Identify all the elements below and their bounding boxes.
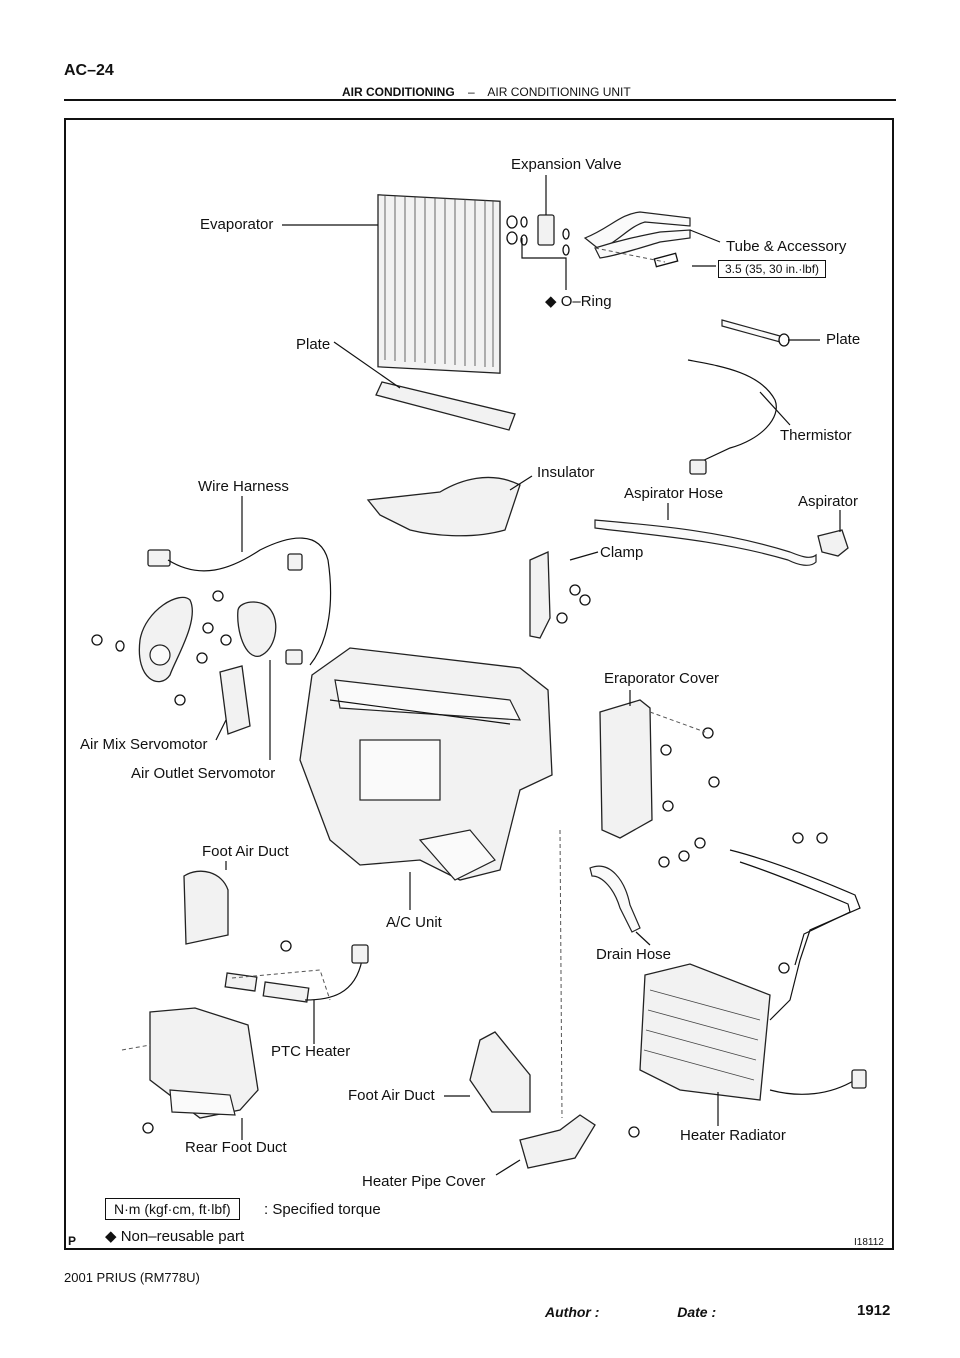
torque-units-box: N·m (kgf·cm, ft·lbf): [105, 1198, 240, 1220]
label-aspirator-hose: Aspirator Hose: [624, 485, 724, 502]
label-plate-left: Plate: [296, 336, 331, 353]
heater-radiator-drawing: [639, 832, 867, 1101]
heater-pipe-cover-drawing: [519, 829, 640, 1169]
label-heater-radiator: Heater Radiator: [680, 1127, 786, 1144]
ac-unit-drawing: [299, 647, 553, 881]
subsection-name: AIR CONDITIONING UNIT: [487, 85, 631, 99]
label-clamp: Clamp: [600, 544, 644, 561]
label-insulator: Insulator: [537, 464, 595, 481]
footer-author-date: Author : Date :: [545, 1304, 717, 1320]
ptc-heater-drawing: [224, 940, 369, 1003]
drain-hose-drawing: [589, 865, 641, 933]
insulator-drawing: [366, 476, 521, 537]
label-ac-unit: A/C Unit: [386, 914, 442, 931]
label-plate-right: Plate: [826, 331, 861, 348]
nonreusable-legend: ◆ Non–reusable part: [105, 1227, 244, 1245]
section-name: AIR CONDITIONING: [342, 85, 455, 99]
expansion-valve-drawing: [506, 214, 570, 256]
label-foot-air-duct-lower: Foot Air Duct: [348, 1087, 435, 1104]
label-o-ring-text: O–Ring: [560, 293, 612, 310]
label-air-outlet-servomotor: Air Outlet Servomotor: [131, 765, 276, 782]
wire-harness-drawing: [147, 537, 332, 666]
aspirator-drawing: [594, 519, 849, 566]
label-evaporator-cover: Eraporator Cover: [604, 670, 720, 687]
label-thermistor: Thermistor: [780, 427, 852, 444]
thermistor-drawing: [687, 359, 777, 475]
label-ptc-heater: PTC Heater: [271, 1043, 351, 1060]
diagram-frame: [64, 118, 894, 1250]
footer-model: 2001 PRIUS (RM778U): [64, 1270, 200, 1285]
evaporator-drawing: [377, 194, 501, 374]
servomotor-drawing: [91, 590, 277, 735]
plate-left-drawing: [375, 381, 516, 431]
header-rule: [64, 99, 896, 101]
clamp-drawing: [529, 551, 591, 639]
torque-spec-box: 3.5 (35, 30 in.·lbf): [718, 260, 827, 278]
label-aspirator: Aspirator: [798, 493, 859, 510]
label-foot-air-duct-upper: Foot Air Duct: [202, 843, 289, 860]
figure-id: I18112: [854, 1237, 884, 1248]
foot-air-duct-lower-drawing: [469, 1031, 531, 1113]
foot-air-duct-upper-drawing: [183, 870, 229, 945]
label-o-ring: ◆ O–Ring: [545, 292, 612, 310]
label-evaporator: Evaporator: [200, 216, 274, 233]
page-code: AC–24: [64, 62, 114, 79]
page-number: 1912: [857, 1302, 891, 1319]
label-wire-harness: Wire Harness: [198, 478, 289, 495]
label-drain-hose: Drain Hose: [596, 946, 672, 963]
tube-accessory-drawing: [583, 211, 691, 268]
nonreusable-legend-icon: ◆: [105, 1228, 117, 1245]
evaporator-cover-drawing: [599, 699, 720, 839]
label-expansion-valve: Expansion Valve: [511, 156, 622, 173]
label-rear-foot-duct: Rear Foot Duct: [185, 1139, 287, 1156]
label-tube-accessory: Tube & Accessory: [726, 238, 847, 255]
nonreusable-legend-text: Non–reusable part: [120, 1228, 245, 1245]
section-title: AIR CONDITIONING – AIR CONDITIONING UNIT: [342, 85, 631, 99]
rear-foot-duct-drawing: [121, 1007, 259, 1134]
plate-right-drawing: [721, 319, 790, 347]
nonreusable-icon: ◆: [545, 293, 557, 310]
p-mark: P: [68, 1234, 77, 1248]
label-air-mix-servomotor: Air Mix Servomotor: [80, 736, 208, 753]
leader-lines: [215, 175, 841, 1176]
label-heater-pipe-cover: Heater Pipe Cover: [362, 1173, 486, 1190]
torque-legend-text: : Specified torque: [264, 1201, 381, 1218]
section-separator: –: [468, 85, 475, 99]
